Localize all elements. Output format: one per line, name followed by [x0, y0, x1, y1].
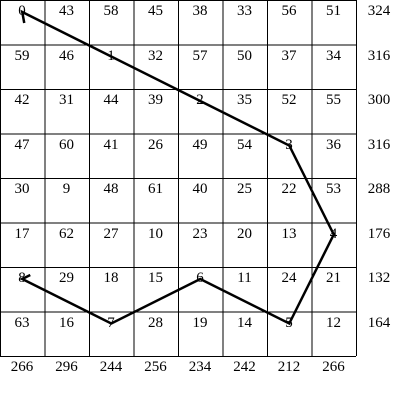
grid-cell-number: 42: [14, 92, 30, 108]
grid-cell-number: 22: [281, 181, 297, 197]
grid-cell-number: 26: [148, 136, 163, 153]
grid-cell-number: 14: [237, 314, 252, 331]
grid-cell-number: 56: [281, 3, 297, 19]
grid-cell-number: 61: [148, 181, 163, 197]
grid-cell-number: 44: [103, 92, 119, 108]
grid-cell-number: 60: [59, 136, 74, 153]
row-sum-label: 316: [367, 136, 391, 153]
grid-cell-number: 5: [285, 314, 293, 331]
row-sum-label: 132: [367, 270, 391, 286]
grid-cell-number: 38: [192, 3, 208, 19]
grid-cell-number: 9: [62, 181, 71, 197]
grid-cell-number: 53: [326, 181, 341, 197]
grid-cell-number: 36: [326, 136, 341, 153]
row-sum-label: 288: [367, 181, 391, 197]
grid-cell-number: 46: [59, 47, 74, 64]
grid-cell-number: 41: [103, 136, 119, 153]
grid-cell-number: 33: [237, 3, 252, 19]
grid-cell-number: 20: [237, 225, 252, 242]
grid-cell-number: 3: [285, 136, 293, 153]
grid-cell-number: 11: [237, 270, 252, 286]
grid-cell-number: 43: [59, 3, 74, 19]
grid-cell-number: 25: [237, 181, 252, 197]
grid-cell-number: 28: [148, 314, 163, 331]
column-sum-label: 242: [233, 359, 256, 375]
grid-cell-number: 18: [103, 270, 119, 286]
grid-cell-number: 59: [14, 47, 30, 64]
grid-cell-number: 48: [103, 181, 119, 197]
grid-cell-number: 37: [281, 47, 297, 64]
grid-cell-number: 54: [237, 136, 252, 153]
grid-cell-number: 34: [326, 47, 341, 64]
grid-cell-number: 57: [192, 47, 208, 64]
grid-cell-number: 30: [14, 181, 30, 197]
grid-cell-number: 35: [237, 92, 252, 108]
grid-cell-number: 39: [148, 92, 163, 108]
grid-cell-number: 55: [326, 92, 341, 108]
grid-cell-number: 63: [14, 314, 30, 331]
column-sum-label: 212: [277, 359, 301, 375]
grid-cell-number: 10: [148, 225, 163, 242]
grid-cell-number: 51: [326, 3, 341, 19]
row-sum-label: 324: [367, 3, 391, 19]
grid-cell-number: 12: [326, 314, 341, 331]
grid-cell-number: 6: [196, 270, 204, 286]
grid-cell-number: 13: [281, 225, 297, 242]
row-sum-label: 176: [367, 225, 391, 242]
number-path-line: [19, 9, 336, 326]
grid-cell-number: 52: [281, 92, 297, 108]
grid-cell-number: 29: [59, 270, 74, 286]
grid-cell-number: 50: [237, 47, 252, 64]
grid-cell-number: 27: [103, 225, 119, 242]
grid-cell-number: 40: [192, 181, 208, 197]
grid-cell-number: 4: [329, 225, 338, 242]
grid-cell-number: 19: [192, 314, 208, 331]
column-sum-label: 266: [322, 359, 345, 375]
grid-cell-number: 21: [326, 270, 341, 286]
grid-cell-number: 62: [59, 225, 74, 242]
grid-cell-number: 47: [14, 136, 30, 153]
grid-cell-number: 23: [192, 225, 208, 242]
row-sum-label: 300: [367, 92, 391, 108]
grid-cell-number: 15: [148, 270, 163, 286]
column-sum-label: 244: [99, 359, 123, 375]
grid-cell-number: 2: [196, 92, 204, 108]
grid-cell-number: 16: [59, 314, 74, 331]
grid-cell-number: 17: [14, 225, 30, 242]
grid-cell-number: 24: [281, 270, 297, 286]
grid-cell-number: 0: [18, 3, 26, 19]
grid-cell-number: 58: [103, 3, 119, 19]
column-sum-label: 256: [144, 359, 167, 375]
column-sum-label: 266: [10, 359, 34, 375]
row-sum-label: 164: [367, 314, 391, 331]
grid-cell-number: 7: [107, 314, 115, 331]
grid-cell-number: 49: [192, 136, 208, 153]
grid-cell-number: 8: [18, 270, 26, 286]
row-sum-label: 316: [367, 47, 391, 64]
grid-cell-number: 1: [107, 47, 115, 64]
column-sum-label: 296: [55, 359, 78, 375]
grid-cell-number: 31: [59, 92, 74, 108]
column-sum-label: 234: [188, 359, 212, 375]
grid-cell-number: 45: [148, 3, 163, 19]
grid-cell-number: 32: [148, 47, 163, 64]
